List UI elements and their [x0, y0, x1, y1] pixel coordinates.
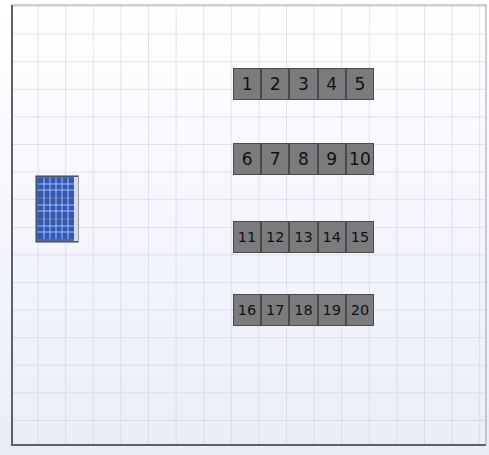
box-number: 5 [354, 74, 365, 94]
box-number: 19 [322, 302, 340, 318]
numbered-box: 3 [289, 68, 317, 100]
numbered-box: 18 [289, 294, 317, 326]
numbered-box: 15 [346, 221, 374, 253]
box-number: 10 [349, 149, 371, 169]
numbered-box: 6 [233, 143, 261, 175]
numbered-box: 9 [318, 143, 346, 175]
numbered-box: 10 [346, 143, 374, 175]
box-number: 17 [266, 302, 284, 318]
box-number: 7 [270, 149, 281, 169]
box-number: 15 [351, 229, 369, 245]
numbered-box: 4 [318, 68, 346, 100]
box-number: 18 [294, 302, 312, 318]
box-number: 4 [326, 74, 337, 94]
numbered-box: 17 [261, 294, 289, 326]
box-number: 1 [242, 74, 253, 94]
numbered-box: 11 [233, 221, 261, 253]
box-number: 9 [326, 149, 337, 169]
box-number: 11 [238, 229, 256, 245]
box-number: 20 [351, 302, 369, 318]
solar-panel-icon [36, 176, 78, 242]
numbered-box: 16 [233, 294, 261, 326]
box-number: 8 [298, 149, 309, 169]
numbered-box: 12 [261, 221, 289, 253]
numbered-box: 14 [318, 221, 346, 253]
numbered-box: 8 [289, 143, 317, 175]
box-number: 6 [242, 149, 253, 169]
box-number: 14 [322, 229, 340, 245]
numbered-box: 2 [261, 68, 289, 100]
numbered-box: 5 [346, 68, 374, 100]
box-number: 3 [298, 74, 309, 94]
numbered-box: 1 [233, 68, 261, 100]
box-number: 2 [270, 74, 281, 94]
numbered-box: 7 [261, 143, 289, 175]
box-number: 12 [266, 229, 284, 245]
box-number: 16 [238, 302, 256, 318]
box-number: 13 [294, 229, 312, 245]
numbered-box: 20 [346, 294, 374, 326]
numbered-box: 19 [318, 294, 346, 326]
numbered-box: 13 [289, 221, 317, 253]
